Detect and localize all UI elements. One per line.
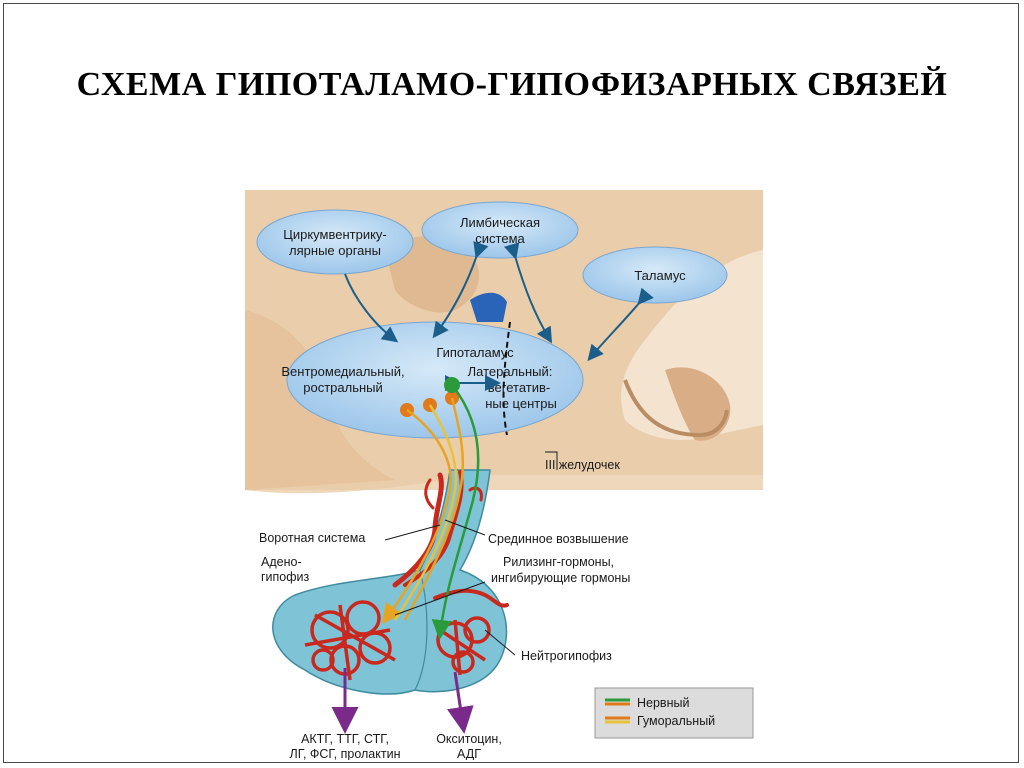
slide-frame bbox=[3, 3, 1019, 763]
hypothalamus-pituitary-diagram: Гипоталамус Вентромедиальный, ростральны… bbox=[245, 190, 763, 760]
releasing-label-1: Рилизинг-гормоны, bbox=[503, 555, 614, 569]
limbic-node: Лимбическая система bbox=[421, 201, 579, 259]
slide-title: СХЕМА ГИПОТАЛАМО-ГИПОФИЗАРНЫХ СВЯЗЕЙ bbox=[76, 66, 948, 103]
ventromedial-label-2: ростральный bbox=[303, 380, 383, 395]
legend-humoral-label: Гуморальный bbox=[637, 714, 715, 728]
legend: Нервный Гуморальный bbox=[594, 687, 754, 739]
ventromedial-label-1: Вентромедиальный, bbox=[281, 364, 404, 379]
third-ventricle-label: III желудочек bbox=[545, 458, 620, 472]
circumventricular-label-1: Циркумвентрику- bbox=[283, 227, 387, 242]
adeno-outputs-label-1: АКТГ, ТТГ, СТГ, bbox=[301, 732, 389, 746]
thalamus-label: Таламус bbox=[634, 268, 686, 283]
hypothalamus-label: Гипоталамус bbox=[436, 345, 514, 360]
limbic-label-2: система bbox=[475, 231, 525, 246]
portal-system-label: Воротная система bbox=[259, 531, 365, 545]
adenohypophysis-label-2: гипофиз bbox=[261, 570, 310, 584]
neuro-outputs-label-2: АДГ bbox=[457, 747, 481, 760]
capillary-plexus-adeno bbox=[304, 600, 396, 681]
median-eminence-label: Срединное возвышение bbox=[488, 532, 629, 546]
output-arrows bbox=[331, 668, 474, 734]
thalamus-node: Таламус bbox=[582, 246, 728, 304]
adenohypophysis-label-1: Адено- bbox=[261, 555, 302, 569]
releasing-label-2: ингибирующие гормоны bbox=[491, 571, 630, 585]
neurohypophysis-label: Нейтрогипофиз bbox=[521, 649, 612, 663]
neuro-outputs-label-1: Окситоцин, bbox=[436, 732, 502, 746]
capillary-plexus-neuro bbox=[436, 616, 491, 676]
legend-nervous-label: Нервный bbox=[637, 696, 689, 710]
lateral-label-3: ные центры bbox=[485, 396, 557, 411]
leader-lines bbox=[384, 451, 558, 656]
circumventricular-node: Циркумвентрику- лярные органы bbox=[256, 209, 414, 275]
circumventricular-label-2: лярные органы bbox=[289, 243, 381, 258]
lateral-label-2: вегетатив- bbox=[488, 380, 550, 395]
limbic-label-1: Лимбическая bbox=[460, 215, 540, 230]
neural-pathways bbox=[382, 384, 480, 640]
connection-arrows bbox=[344, 241, 654, 391]
adeno-outputs-label-2: ЛГ, ФСГ, пролактин bbox=[290, 747, 401, 760]
lateral-label-1: Латеральный: bbox=[468, 364, 553, 379]
